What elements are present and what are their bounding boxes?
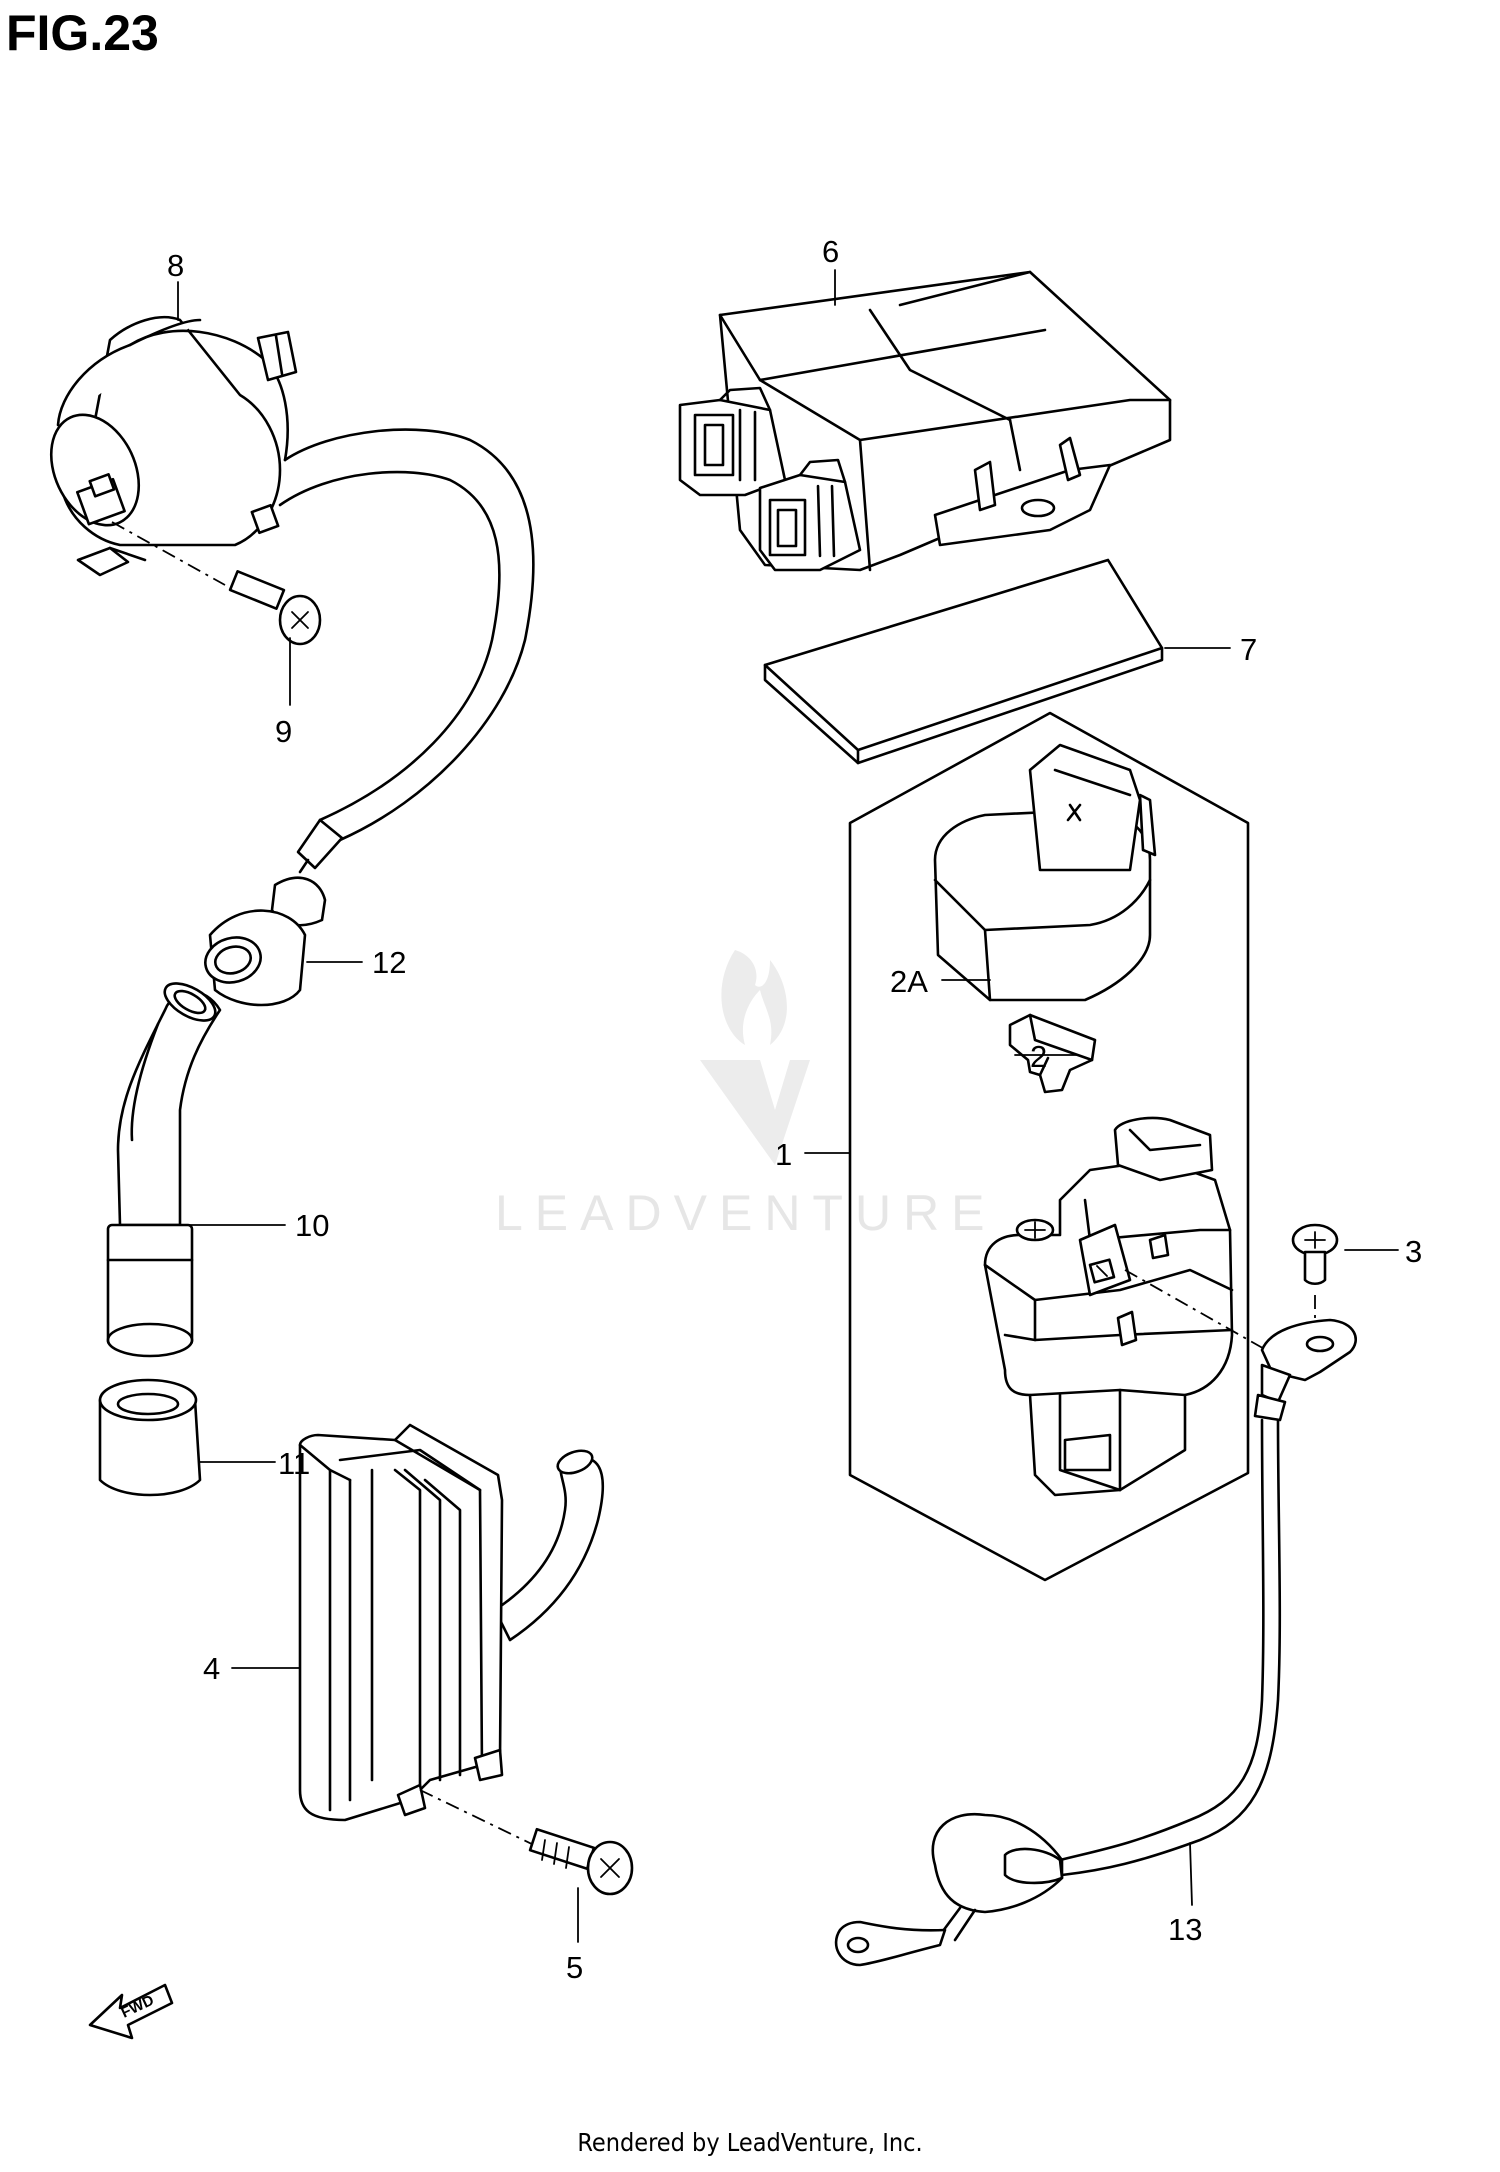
leadventure-watermark: LEADVENTURE (495, 950, 997, 1241)
callout-12: 12 (372, 945, 406, 980)
ground-lead-part-13 (834, 1318, 1357, 1967)
callout-7: 7 (1240, 632, 1257, 667)
callout-2: 2 (1030, 1039, 1047, 1074)
callout-6: 6 (822, 234, 839, 269)
leader-dash-8-9 (111, 521, 226, 586)
screw-part-5 (528, 1827, 634, 1896)
callout-13: 13 (1168, 1912, 1202, 1947)
leader-dash-4-5 (419, 1789, 541, 1849)
cap-seal-part-12 (204, 876, 327, 1007)
callout-1: 1 (775, 1137, 792, 1172)
footer-credit: Rendered by LeadVenture, Inc. (577, 2128, 923, 2157)
igniter-unit-part-6 (678, 270, 1172, 572)
callout-10: 10 (295, 1208, 329, 1243)
leader-13 (1189, 1842, 1193, 1906)
bolt-part-3 (1291, 1223, 1339, 1286)
forward-direction-arrow: FWD (88, 1983, 174, 2040)
regulator-rectifier-part-4 (298, 1423, 605, 1822)
cap-ring-part-11 (98, 1378, 202, 1497)
fuse-part-2 (1008, 1013, 1097, 1094)
ignition-coil-part-8 (49, 315, 535, 874)
callout-leader-lines (177, 269, 1399, 1943)
cushion-pad-part-7 (763, 558, 1164, 765)
starter-relay-body (983, 1116, 1234, 1497)
screw-part-9 (228, 570, 322, 646)
callout-3: 3 (1405, 1234, 1422, 1269)
callout-9: 9 (275, 714, 292, 749)
figure-title: FIG.23 (6, 5, 159, 61)
callout-2a: 2A (890, 964, 928, 999)
spark-plug-cap-part-10 (106, 982, 222, 1358)
relay-cover-part-2a (933, 743, 1157, 1002)
callout-5: 5 (566, 1950, 583, 1985)
kit-outline-part-1 (848, 711, 1250, 1582)
callout-8: 8 (167, 248, 184, 283)
callout-numbers: 8 9 6 7 12 10 11 4 5 2A 2 1 3 13 (167, 234, 1422, 1985)
callout-4: 4 (203, 1651, 220, 1686)
callout-11: 11 (278, 1446, 310, 1481)
watermark-text: LEADVENTURE (495, 1185, 997, 1241)
